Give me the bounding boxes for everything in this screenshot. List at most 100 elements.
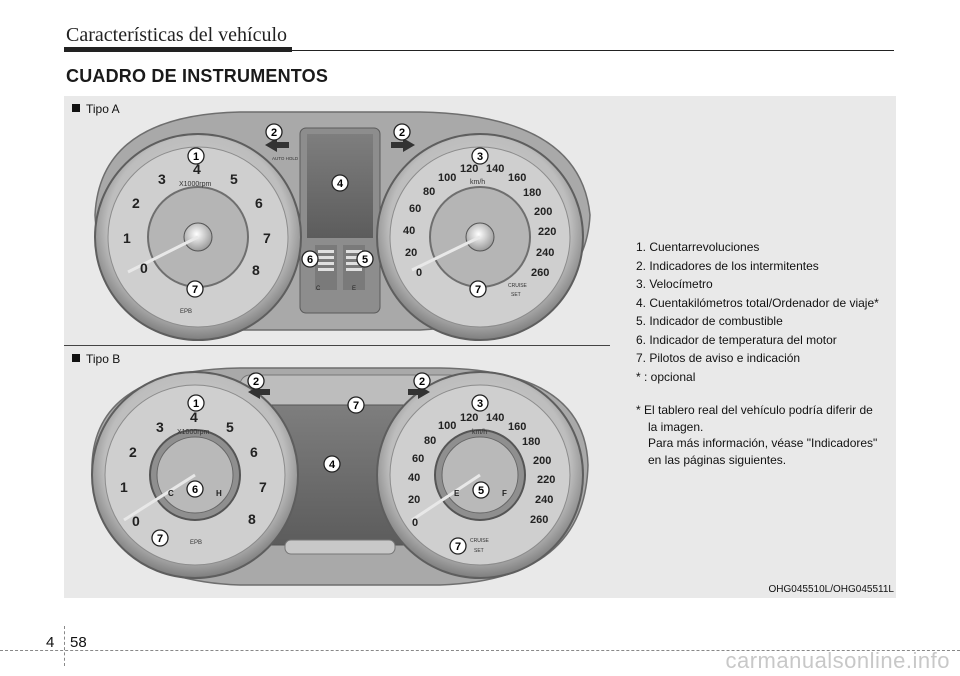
- speed-num: 40: [408, 472, 420, 484]
- fuel-e-label: E: [352, 286, 356, 292]
- callout-number: 4: [337, 178, 344, 190]
- speed-num: 140: [486, 163, 504, 175]
- tacho-num: 0: [132, 513, 140, 529]
- callout-number: 5: [478, 485, 484, 497]
- speed-num: 80: [423, 186, 435, 198]
- callout-number: 2: [399, 127, 405, 139]
- temp-c-label: C: [316, 286, 321, 292]
- note-line: Para más información, véase "Indicadores…: [648, 436, 878, 450]
- legend-note: * El tablero real del vehículo podría di…: [636, 402, 898, 468]
- callout-number: 7: [192, 284, 198, 296]
- fuel-e-label: E: [454, 489, 460, 498]
- tachometer-a: 0 1 2 3 4 5 6 7 8 X1000rpm EPB: [94, 133, 302, 341]
- speed-num: 180: [522, 436, 540, 448]
- speed-num: 100: [438, 420, 456, 432]
- chapter-number: 4: [46, 634, 55, 651]
- set-label: SET: [511, 292, 521, 298]
- set-label: SET: [474, 548, 484, 554]
- speed-num: 240: [535, 494, 553, 506]
- tacho-num: 1: [123, 230, 131, 246]
- tacho-num: 1: [120, 479, 128, 495]
- note-line: la imagen.: [648, 419, 704, 434]
- footer-rule: [0, 650, 960, 651]
- legend-item: 4. Cuentakilómetros total/Ordenador de v…: [636, 295, 879, 310]
- speed-num: 60: [409, 203, 421, 215]
- speed-num: 200: [533, 455, 551, 467]
- section-title: CUADRO DE INSTRUMENTOS: [66, 66, 329, 86]
- speed-unit: km/h: [470, 179, 485, 186]
- image-code: OHG045510L/OHG045511L: [768, 584, 894, 595]
- speed-num: 220: [537, 474, 555, 486]
- speed-num: 180: [523, 187, 541, 199]
- tacho-num: 2: [129, 444, 137, 460]
- speed-num: 20: [405, 247, 417, 259]
- type-b-label: Tipo B: [72, 352, 120, 366]
- speed-num: 260: [531, 267, 549, 279]
- callout-number: 7: [353, 400, 359, 412]
- cruise-label: CRUISE: [470, 538, 490, 544]
- header-title: Características del vehículo: [66, 24, 288, 46]
- tacho-num: 5: [230, 171, 238, 187]
- legend-list: 1. Cuentarrevoluciones 2. Indicadores de…: [636, 238, 879, 386]
- bar-gauges-a: C E: [315, 245, 365, 292]
- callout-number: 1: [193, 398, 199, 410]
- tacho-num: 4: [190, 409, 198, 425]
- tacho-num: 5: [226, 419, 234, 435]
- speed-num: 240: [536, 247, 554, 259]
- temp-c-label: C: [168, 489, 174, 498]
- epb-label: EPB: [190, 540, 202, 546]
- tacho-num: 6: [250, 444, 258, 460]
- legend-item: 3. Velocímetro: [636, 277, 713, 291]
- auto-hold-label: AUTO HOLD: [272, 156, 299, 161]
- callout-number: 7: [475, 284, 481, 296]
- speed-unit: km/h: [472, 429, 487, 436]
- header-bar: [64, 47, 292, 52]
- cluster-type-a: 0 1 2 3 4 5 6 7 8 X1000rpm EPB 0 20 40 6…: [94, 111, 591, 341]
- speed-num: 60: [412, 453, 424, 465]
- tachometer-b: 0 1 2 3 4 5 6 7 8 X1000rpm C H EPB: [91, 371, 299, 579]
- callout-number: 4: [329, 459, 336, 471]
- speed-num: 160: [508, 172, 526, 184]
- speed-num: 80: [424, 435, 436, 447]
- fuel-f-label: F: [502, 489, 507, 498]
- legend-item: 2. Indicadores de los intermitentes: [636, 258, 819, 273]
- footer-divider: [64, 626, 65, 666]
- tacho-num: 6: [255, 195, 263, 211]
- speed-num: 220: [538, 226, 556, 238]
- header-rule: [64, 50, 894, 51]
- cruise-label: CRUISE: [508, 283, 528, 289]
- legend-item: 1. Cuentarrevoluciones: [636, 240, 760, 254]
- type-a-label: Tipo A: [72, 102, 120, 116]
- tacho-num: 3: [158, 171, 166, 187]
- speed-num: 120: [460, 163, 478, 175]
- tacho-num: 4: [193, 161, 201, 177]
- tacho-num: 7: [263, 230, 271, 246]
- type-separator: [64, 345, 610, 346]
- epb-label: EPB: [180, 309, 192, 315]
- legend-item: * : opcional: [636, 369, 696, 384]
- temp-h-label: H: [216, 489, 222, 498]
- tacho-num: 8: [252, 262, 260, 278]
- turn-right-arrow-icon: [408, 385, 430, 399]
- callout-number: 3: [477, 151, 483, 163]
- callout-number: 2: [419, 376, 425, 388]
- speed-num: 120: [460, 412, 478, 424]
- tacho-unit: X1000rpm: [179, 181, 211, 188]
- tacho-num: 8: [248, 511, 256, 527]
- callout-number: 3: [477, 398, 483, 410]
- turn-left-arrow-icon: [265, 138, 289, 152]
- speed-num: 100: [438, 172, 456, 184]
- speedometer-b: 0 20 40 60 80 100 120 140 160 180 200 22…: [376, 371, 584, 579]
- callout-number: 6: [307, 254, 313, 266]
- callout-number: 1: [193, 151, 199, 163]
- note-line: * El tablero real del vehículo podría di…: [636, 403, 873, 417]
- speed-num: 260: [530, 514, 548, 526]
- page-number: 58: [70, 634, 87, 651]
- note-line: en las páginas siguientes.: [648, 452, 787, 467]
- turn-right-arrow-icon: [391, 138, 415, 152]
- speedometer-a: 0 20 40 60 80 100 120 140 160 180 200 22…: [376, 133, 584, 341]
- callout-number: 7: [455, 541, 461, 553]
- tacho-unit: X1000rpm: [177, 429, 209, 436]
- speed-num: 0: [416, 267, 422, 279]
